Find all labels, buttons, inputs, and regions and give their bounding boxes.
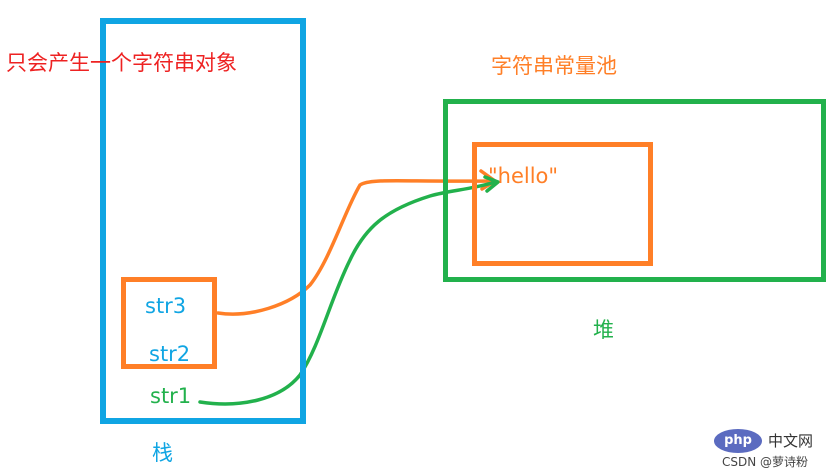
watermark-site: 中文网 (768, 432, 814, 450)
php-logo: php (714, 429, 762, 453)
str2-str3-group-box (121, 277, 217, 369)
str1-arrowhead (483, 175, 500, 193)
heap-box (443, 99, 826, 282)
watermark-author: CSDN @萝诗粉 (722, 455, 809, 469)
ref-str1: str1 (150, 384, 192, 408)
string-pool-box (472, 142, 653, 266)
string-pool-title: 字符串常量池 (491, 54, 617, 78)
ref-str3: str3 (145, 294, 187, 318)
str1-arrow (198, 180, 497, 406)
heap-label: 堆 (593, 318, 614, 342)
hello-literal: "hello" (488, 164, 559, 188)
ref-str2: str2 (149, 342, 191, 366)
stack-label: 栈 (152, 441, 173, 465)
note-text: 只会产生一个字符串对象 (6, 51, 237, 75)
str3-arrow (216, 179, 492, 316)
stack-box (100, 18, 306, 424)
